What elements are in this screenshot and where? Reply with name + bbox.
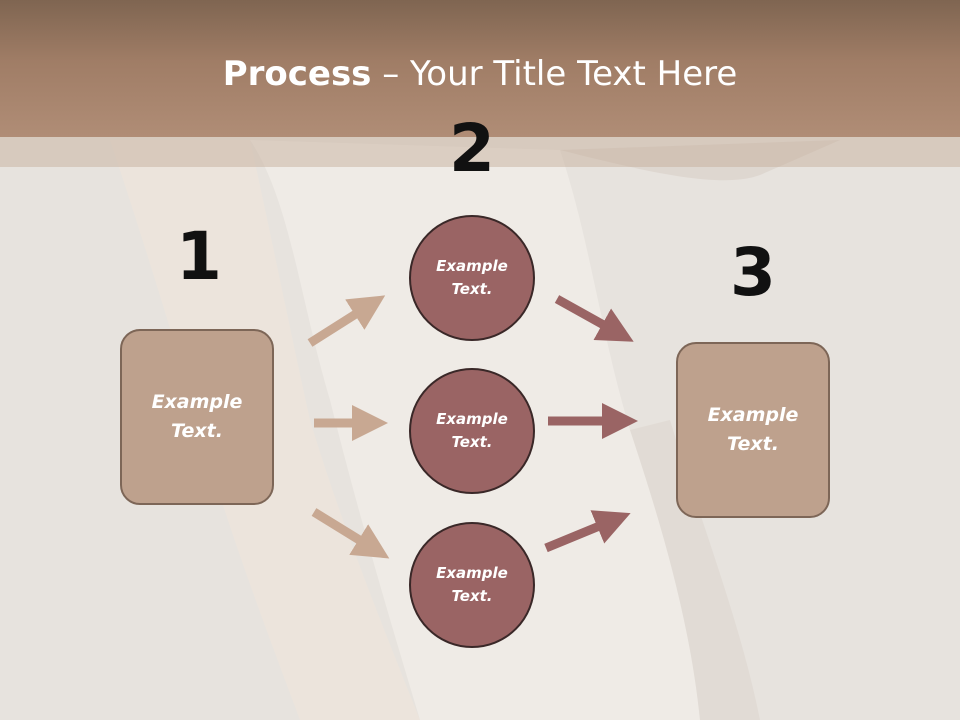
step-number-2: 2 (449, 110, 495, 187)
step-number-1: 1 (176, 218, 222, 295)
title-header-bar (0, 0, 960, 137)
step-2-circle-top: Example Text. (409, 215, 535, 341)
step-3-box-text: Example Text. (707, 404, 799, 455)
step-2-circle-middle: Example Text. (409, 368, 535, 494)
step-2-circle-bottom: Example Text. (409, 522, 535, 648)
header-band (0, 137, 960, 167)
circle-middle-text: Example Text. (436, 410, 508, 451)
step-3-box: Example Text. (676, 342, 830, 518)
step-1-box: Example Text. (120, 329, 274, 505)
step-1-box-text: Example Text. (151, 391, 243, 442)
arrow-2-to-3-top (554, 295, 634, 342)
step-number-3: 3 (730, 234, 776, 311)
slide-title: Process – Your Title Text Here (0, 52, 960, 96)
circle-top-text: Example Text. (436, 257, 508, 298)
arrow-2-to-3-bottom (544, 510, 631, 553)
title-rest: – Your Title Text Here (371, 54, 738, 94)
arrow-1-to-2-top (307, 295, 386, 347)
arrow-1-to-2-bottom (311, 508, 390, 559)
title-bold: Process (222, 54, 372, 94)
circle-bottom-text: Example Text. (436, 564, 508, 605)
